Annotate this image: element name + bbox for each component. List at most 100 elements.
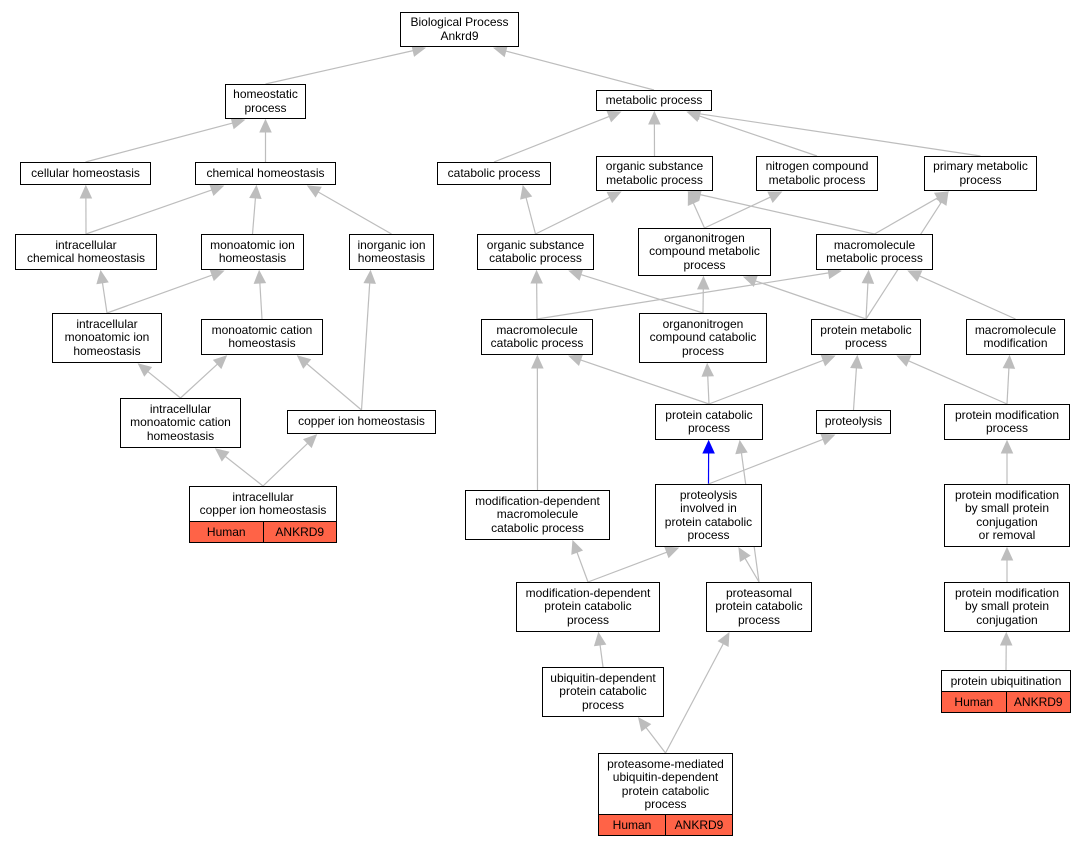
edge-proteolysiscat-to-proteolysis: [708, 433, 836, 485]
edge-line: [587, 551, 668, 583]
edge-monoion-to-chemhomeo: [249, 184, 262, 235]
go-term-intrachem[interactable]: intracellular chemical homeostasis: [15, 234, 157, 270]
edge-line: [535, 196, 611, 235]
go-term-monocation[interactable]: monoatomic cation homeostasis: [201, 319, 323, 355]
edge-line: [493, 115, 610, 163]
edge-line: [101, 282, 108, 314]
go-term-protcat[interactable]: protein catabolic process: [655, 404, 763, 440]
go-term-monoion[interactable]: monoatomic ion homeostasis: [201, 234, 304, 270]
edge-protmodconj-to-protmodsmall: [1000, 546, 1014, 582]
edge-line: [698, 115, 818, 157]
go-term-macrocat[interactable]: macromolecule catabolic process: [481, 319, 593, 355]
go-term-organonitro[interactable]: organonitrogen compound metabolic proces…: [638, 228, 771, 276]
edge-line: [85, 189, 213, 235]
annotation-species: Human: [206, 525, 246, 539]
edge-line: [262, 442, 309, 487]
edge-ubidep-to-moddepprot: [593, 631, 607, 668]
go-term-protmodsmall[interactable]: protein modification by small protein co…: [944, 484, 1070, 547]
go-term-orgsub[interactable]: organic substance metabolic process: [596, 156, 713, 191]
edge-moddepprot-to-proteolysiscat: [587, 546, 680, 583]
edge-intrachem-to-cellhomeo: [79, 184, 93, 235]
edge-line: [744, 558, 760, 583]
go-term-primary[interactable]: primary metabolic process: [924, 156, 1037, 191]
edge-arrowhead: [637, 717, 652, 732]
go-term-proteasomal[interactable]: proteasomal protein catabolic process: [706, 582, 812, 632]
go-term-organonitrocat[interactable]: organonitrogen compound catabolic proces…: [639, 313, 767, 363]
edge-orgsubcat-to-orgsub: [535, 191, 622, 235]
edge-arrowhead: [935, 190, 949, 206]
edge-arrowhead: [520, 184, 533, 200]
edge-line: [664, 643, 724, 754]
go-term-intracation[interactable]: intracellular monoatomic cation homeosta…: [120, 398, 241, 448]
edge-arrowhead: [907, 270, 923, 282]
edge-intrachem-to-chemhomeo: [85, 184, 225, 235]
edge-moddepprot-to-moddepmacro: [571, 539, 589, 583]
edge-line: [224, 455, 264, 487]
go-term-proteolysis[interactable]: proteolysis: [816, 410, 891, 434]
edge-line: [704, 196, 771, 229]
edge-line: [265, 50, 414, 85]
go-term-bp[interactable]: Biological Process Ankrd9: [400, 12, 519, 47]
edge-protmet-to-macromet: [861, 269, 875, 320]
edge-line: [692, 202, 706, 229]
annotation-row-intracopper: Human ANKRD9: [189, 521, 337, 543]
edge-arrowhead: [697, 275, 710, 290]
edge-intracopper-to-intracation: [214, 448, 264, 487]
go-term-orgsubcat[interactable]: organic substance catabolic process: [477, 234, 594, 270]
edge-line: [576, 552, 589, 583]
edge-line: [147, 371, 181, 399]
edge-line: [599, 644, 604, 668]
edge-arrowhead: [209, 184, 225, 197]
go-term-macromet[interactable]: macromolecule metabolic process: [816, 234, 933, 270]
edge-line: [865, 282, 869, 320]
annotation-gene[interactable]: ANKRD9: [665, 815, 732, 835]
edge-line: [708, 438, 824, 485]
go-term-moddepmacro[interactable]: modification-dependent macromolecule cat…: [465, 490, 610, 540]
edge-organonitro-to-nitro: [704, 191, 783, 229]
edge-arrowhead: [593, 631, 607, 647]
edge-intracation-to-intramonoion: [137, 363, 181, 399]
edge-line: [755, 280, 867, 320]
edge-line: [852, 367, 858, 411]
go-term-moddepprot[interactable]: modification-dependent protein catabolic…: [516, 582, 660, 632]
edge-line: [580, 274, 704, 314]
edge-arrowhead: [896, 355, 912, 367]
go-term-intramonoion[interactable]: intracellular monoatomic ion homeostasis: [52, 313, 162, 363]
go-term-macromod[interactable]: macromolecule modification: [966, 319, 1065, 355]
annotation-gene[interactable]: ANKRD9: [262, 522, 337, 542]
go-term-catab[interactable]: catabolic process: [437, 162, 551, 185]
edge-arrowhead: [296, 355, 312, 369]
edge-protcat-to-organonitrocat: [701, 362, 715, 405]
edge-arrowhead: [568, 268, 584, 281]
edge-arrowhead: [648, 110, 661, 125]
edge-copper-to-monocation: [296, 355, 362, 411]
go-term-cellhomeo[interactable]: cellular homeostasis: [20, 162, 151, 185]
annotation-row-protubi: Human ANKRD9: [941, 691, 1071, 713]
edge-line: [536, 272, 829, 320]
go-term-chemhomeo[interactable]: chemical homeostasis: [195, 162, 336, 185]
go-term-ubidep[interactable]: ubiquitin-dependent protein catabolic pr…: [542, 667, 664, 717]
go-term-protmodconj[interactable]: protein modification by small protein co…: [944, 582, 1070, 632]
edge-organonitrocat-to-orgsubcat: [568, 268, 704, 314]
annotation-species: Human: [954, 695, 994, 709]
go-term-proteolysiscat[interactable]: proteolysis involved in protein cataboli…: [655, 484, 762, 547]
go-term-proteasomemed[interactable]: proteasome-mediated ubiquitin-dependent …: [598, 753, 733, 816]
edge-moddepmacro-to-macrocat: [531, 354, 544, 491]
go-term-copper[interactable]: copper ion homeostasis: [287, 410, 436, 434]
edge-protcat-to-protmet: [708, 354, 836, 405]
go-term-protmod[interactable]: protein modification process: [944, 404, 1070, 440]
edge-line: [700, 194, 875, 235]
edge-arrowhead: [259, 118, 272, 133]
go-term-protmet[interactable]: protein metabolic process: [811, 319, 921, 355]
annotation-gene[interactable]: ANKRD9: [1005, 692, 1071, 712]
edge-line: [306, 363, 362, 411]
edge-inorg-to-chemhomeo: [306, 185, 392, 235]
go-term-inorg[interactable]: inorganic ion homeostasis: [349, 234, 434, 270]
go-term-metab[interactable]: metabolic process: [596, 90, 712, 111]
edge-protmet-to-organonitro: [742, 275, 867, 320]
go-term-intracopper[interactable]: intracellular copper ion homeostasis: [189, 486, 337, 522]
go-term-homeo[interactable]: homeostatic process: [225, 84, 306, 119]
edge-line: [317, 191, 392, 235]
edge-line: [1006, 367, 1010, 405]
go-term-nitro[interactable]: nitrogen compound metabolic process: [756, 156, 878, 191]
